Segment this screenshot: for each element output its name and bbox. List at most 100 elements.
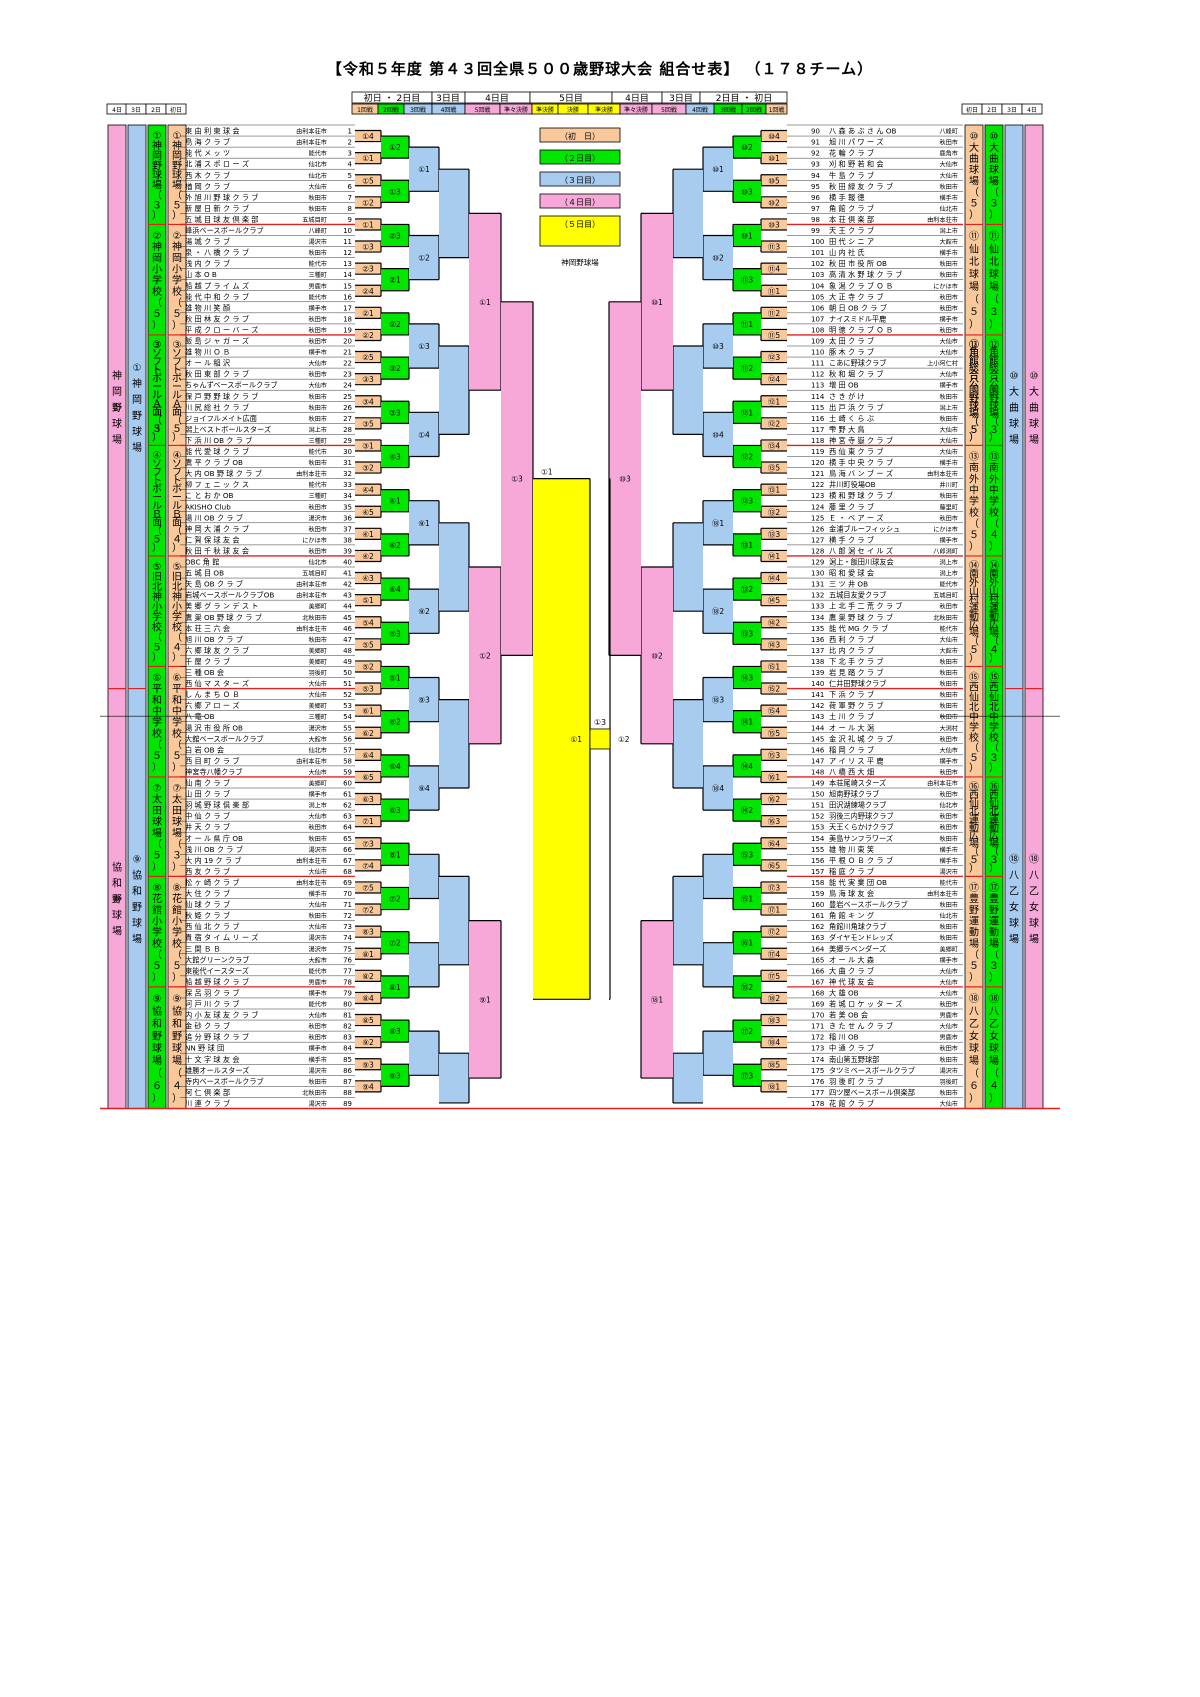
right-venue-label: 園 bbox=[969, 385, 979, 397]
right-venue-label: （ bbox=[969, 949, 979, 961]
right-game-label: ⑪2 bbox=[768, 309, 780, 318]
left-team-city: 秋田市 bbox=[308, 912, 327, 920]
left-team-name: 浅 川 OB ク ラ ブ bbox=[185, 845, 243, 854]
left-match-box bbox=[355, 329, 381, 341]
left-venue-label: 校 bbox=[172, 937, 182, 950]
left-venue-label: （ bbox=[172, 739, 182, 751]
left-team-name: 秋 姫 ク ラ ブ bbox=[185, 911, 230, 920]
right-game-label: ⑭5 bbox=[768, 596, 780, 605]
right-team-name: 能 代 MG ク ラ ブ bbox=[829, 624, 888, 633]
right-venue-label: 場 bbox=[1009, 933, 1019, 946]
right-match-box bbox=[761, 1058, 787, 1070]
left-team-name: 中 仙 ク ラ ブ bbox=[185, 812, 230, 821]
right-team-name: 横 手 ク ラ ブ bbox=[829, 535, 874, 544]
right-team-city: 秋田市 bbox=[939, 824, 958, 832]
right-match-box bbox=[761, 992, 787, 1004]
header-round-label: 5回戦 bbox=[661, 106, 677, 114]
right-team-name: 藤 里 ク ラ ブ bbox=[829, 502, 874, 511]
left-team-number: 79 bbox=[343, 989, 352, 997]
left-venue-label: ③ bbox=[153, 340, 162, 351]
left-team-number: 78 bbox=[343, 978, 352, 986]
header-round-label: 決勝 bbox=[567, 106, 579, 114]
right-venue-label: 豊 bbox=[989, 892, 999, 905]
header-round-label: 4回戦 bbox=[692, 106, 708, 114]
right-team-city: 横手市 bbox=[939, 382, 958, 390]
right-venue-label: 校 bbox=[989, 506, 999, 519]
left-team-number: 32 bbox=[343, 470, 352, 478]
right-team-number: 166 bbox=[811, 967, 825, 975]
left-team-city: 大仙市 bbox=[308, 768, 327, 776]
left-team-number: 3 bbox=[348, 150, 352, 158]
right-venue-label: 南 bbox=[969, 568, 979, 581]
left-team-city: 湯沢市 bbox=[308, 724, 327, 732]
left-venue-label: 神 bbox=[172, 240, 182, 253]
left-venue-label: ー bbox=[172, 493, 182, 504]
right-game-label: ⑩2 bbox=[768, 198, 780, 207]
left-game-label: ③3 bbox=[389, 408, 401, 417]
right-team-city: 上小阿仁村 bbox=[927, 360, 958, 368]
right-venue-label: ５ bbox=[969, 307, 979, 318]
left-match-box bbox=[355, 859, 381, 871]
right-team-number: 102 bbox=[811, 260, 824, 268]
left-match-box bbox=[409, 1031, 439, 1076]
left-team-name: 西 仙 北 ク ラ ブ bbox=[185, 922, 240, 931]
legend-label: （初 日） bbox=[560, 131, 600, 141]
left-venue-label: 学 bbox=[172, 716, 182, 729]
left-venue-label: ⑨ bbox=[113, 895, 122, 906]
right-team-name: 明 徳 ク ラ ブ Ｏ Ｂ bbox=[829, 325, 893, 334]
right-team-name: 昭 和 愛 球 会 bbox=[829, 569, 874, 578]
left-team-city: 三種町 bbox=[308, 271, 327, 279]
left-venue-label: 旧 bbox=[152, 571, 162, 583]
left-venue-label: 和 bbox=[152, 1018, 162, 1030]
left-venue-label: ） bbox=[172, 209, 182, 221]
right-team-number: 120 bbox=[811, 459, 824, 467]
right-game-label: ⑮1 bbox=[768, 662, 780, 671]
right-venue-label: 仙 bbox=[969, 796, 979, 809]
right-team-name: 鷹 巣 野 球 ク ラ ブ bbox=[829, 613, 893, 622]
right-game-label: ⑩1 bbox=[712, 165, 724, 174]
right-team-name: 西 仙 東 ク ラ ブ bbox=[829, 447, 884, 456]
left-game-label: ⑥2 bbox=[389, 718, 401, 727]
right-venue-label: ⑬ bbox=[969, 451, 979, 463]
right-team-name: 中 通 ク ラ ブ bbox=[829, 1044, 874, 1053]
right-team-name: 若 美 OB 会 bbox=[829, 1011, 868, 1020]
right-team-city: 由利本荘市 bbox=[927, 780, 958, 788]
right-venue-label: 場 bbox=[969, 174, 979, 187]
right-team-city: 秋田市 bbox=[939, 139, 958, 147]
right-team-city: 潟上市 bbox=[939, 570, 958, 578]
right-team-city: 能代市 bbox=[939, 625, 958, 633]
left-team-name: 保 戸 野 野 球 ク ラ ブ bbox=[185, 392, 259, 401]
right-match-box bbox=[761, 594, 787, 606]
left-venue-label: 球 bbox=[112, 909, 122, 922]
right-team-number: 139 bbox=[811, 669, 824, 677]
left-venue-col-label: 初日 bbox=[170, 106, 182, 114]
right-venue-label: ⑫ bbox=[969, 339, 979, 351]
left-venue-label: ４ bbox=[172, 534, 182, 545]
right-venue-label: 動 bbox=[989, 926, 999, 939]
left-team-name: 下 浜 川 OB ク ラ ブ bbox=[185, 436, 252, 445]
right-team-number: 116 bbox=[811, 415, 825, 423]
right-match-box bbox=[733, 843, 761, 866]
right-match-box bbox=[761, 395, 787, 407]
left-game-label: ⑦2 bbox=[389, 939, 401, 948]
left-team-number: 1 bbox=[348, 128, 352, 136]
right-venue-label: 野 bbox=[989, 393, 999, 405]
left-match-box bbox=[355, 152, 381, 164]
right-match-box bbox=[761, 462, 787, 474]
left-team-name: 飯 島 ジ ャ ガ ー ズ bbox=[185, 337, 249, 346]
left-match-box bbox=[355, 638, 381, 650]
header-round-label: 準々決勝 bbox=[504, 106, 528, 114]
right-venue-label: 球 bbox=[989, 267, 999, 280]
left-team-name: 羽 城 野 球 倶 楽 部 bbox=[185, 801, 249, 810]
left-game-label: ⑤4 bbox=[362, 618, 374, 627]
left-game-label: ④2 bbox=[362, 552, 374, 561]
right-match-box bbox=[761, 285, 787, 297]
right-venue-label: 山 bbox=[969, 585, 979, 597]
left-team-name: 秋 田 千 秋 球 友 会 bbox=[185, 546, 249, 555]
left-venue-label: ） bbox=[172, 651, 182, 663]
left-game-label: ③4 bbox=[362, 397, 374, 406]
right-match-box bbox=[733, 710, 761, 733]
left-venue-label: ボ bbox=[152, 483, 162, 495]
left-venue-label: ル bbox=[172, 501, 182, 512]
left-match-box bbox=[439, 1053, 469, 1103]
